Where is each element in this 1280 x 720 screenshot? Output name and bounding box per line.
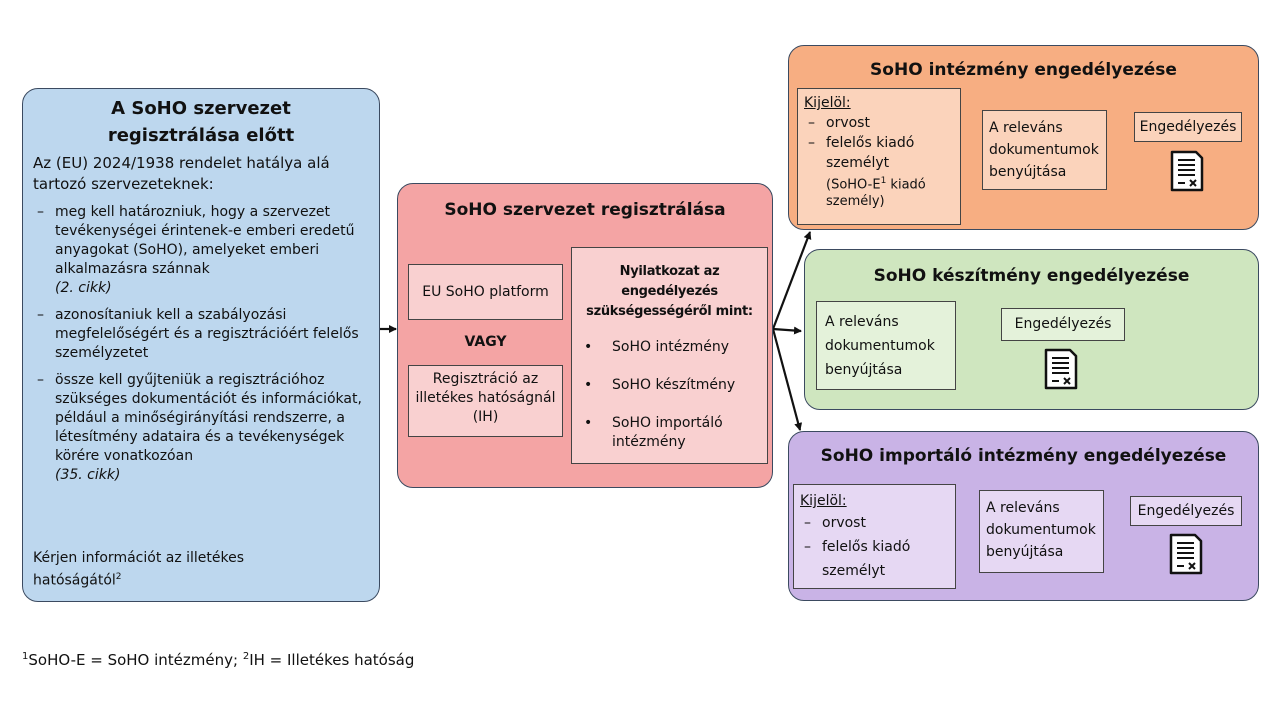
or-label: VAGY	[464, 334, 507, 350]
arrow-middle-to-importing	[771, 328, 803, 431]
designate-item: felelős kiadó személyt	[800, 535, 949, 583]
document-icon	[1043, 347, 1079, 391]
pre-registration-title: A SoHO szervezet regisztrálása előtt	[33, 95, 369, 149]
declaration-item: SoHO importáló intézmény	[578, 414, 761, 452]
importing-title: SoHO importáló intézmény engedélyezése	[820, 446, 1227, 466]
importing-approval-box: Engedélyezés	[1130, 496, 1242, 526]
title-line-2: regisztrálása előtt	[107, 125, 295, 146]
establishment-approval-box: Engedélyezés	[1134, 112, 1242, 142]
establishment-authorisation-panel: SoHO intézmény engedélyezése Kijelöl: or…	[788, 45, 1259, 230]
footnote: 1SoHO-E = SoHO intézmény; 2IH = Illetéke…	[22, 646, 414, 671]
designate-note-post: kiadó személy)	[826, 177, 926, 210]
list-item-text: össze kell gyűjteniük a regisztrációhoz …	[55, 372, 362, 464]
preparation-approval-box: Engedélyezés	[1001, 308, 1125, 341]
designate-note-pre: (SoHO-E	[826, 177, 881, 193]
article-reference: (2. cikk)	[55, 280, 112, 296]
importing-docs-box: A releváns dokumentumok benyújtása	[979, 490, 1104, 573]
list-item-text: azonosítaniuk kell a szabályozási megfel…	[55, 307, 359, 361]
pre-registration-intro: Az (EU) 2024/1938 rendelet hatálya alá t…	[33, 154, 330, 193]
list-item: meg kell határozniuk, hogy a szervezet t…	[33, 203, 369, 298]
pre-registration-panel: A SoHO szervezet regisztrálása előtt Az …	[22, 88, 380, 602]
registration-panel: SoHO szervezet regisztrálása EU SoHO pla…	[397, 183, 773, 488]
document-icon	[1169, 149, 1205, 193]
designate-item: felelős kiadó személyt (SoHO-E1 kiadó sz…	[804, 133, 954, 210]
eu-soho-platform-box: EU SoHO platform	[408, 264, 563, 320]
eu-soho-platform-label: EU SoHO platform	[422, 283, 549, 300]
document-icon	[1168, 532, 1204, 576]
docs-label: A releváns dokumentumok benyújtása	[986, 500, 1096, 560]
declaration-item: SoHO intézmény	[578, 338, 761, 357]
designate-item: orvost	[800, 511, 949, 535]
designate-list: orvost felelős kiadó személyt	[800, 511, 949, 583]
approval-label: Engedélyezés	[1014, 316, 1112, 332]
establishment-designate-box: Kijelöl: orvost felelős kiadó személyt (…	[797, 88, 961, 225]
establishment-title: SoHO intézmény engedélyezése	[870, 60, 1177, 80]
authority-registration-box: Regisztráció az illetékes hatóságnál (IH…	[408, 365, 563, 437]
designate-label: Kijelöl:	[804, 95, 851, 111]
designate-label: Kijelöl:	[800, 493, 847, 509]
declaration-title: Nyilatkozat az engedélyezés szükségesség…	[586, 264, 753, 319]
preparation-authorisation-panel: SoHO készítmény engedélyezése A releváns…	[804, 249, 1259, 410]
pre-registration-list: meg kell határozniuk, hogy a szervezet t…	[33, 203, 369, 485]
authority-registration-label: Regisztráció az illetékes hatóságnál (IH…	[415, 371, 556, 425]
designate-note-sup: 1	[880, 176, 887, 186]
footnote-sup-2: 2	[242, 651, 250, 662]
footer-text: Kérjen információt az illetékes hatóságá…	[33, 550, 245, 589]
importing-designate-box: Kijelöl: orvost felelős kiadó személyt	[793, 484, 956, 589]
declaration-box: Nyilatkozat az engedélyezés szükségesség…	[571, 247, 768, 464]
footer-sup: 2	[115, 572, 122, 582]
designate-item: orvost	[804, 113, 954, 133]
establishment-docs-box: A releváns dokumentumok benyújtása	[982, 110, 1107, 190]
designate-list: orvost felelős kiadó személyt (SoHO-E1 k…	[804, 113, 954, 210]
preparation-title: SoHO készítmény engedélyezése	[873, 266, 1190, 286]
list-item: össze kell gyűjteniük a regisztrációhoz …	[33, 371, 369, 485]
approval-label: Engedélyezés	[1137, 502, 1235, 519]
pre-registration-footer: Kérjen információt az illetékes hatóságá…	[33, 549, 283, 591]
article-reference: (35. cikk)	[55, 467, 121, 483]
importing-authorisation-panel: SoHO importáló intézmény engedélyezése K…	[788, 431, 1259, 601]
declaration-item: SoHO készítmény	[578, 376, 761, 395]
list-item-text: meg kell határozniuk, hogy a szervezet t…	[55, 204, 355, 277]
declaration-list: SoHO intézmény SoHO készítmény SoHO impo…	[578, 338, 761, 452]
registration-title: SoHO szervezet regisztrálása	[444, 200, 726, 220]
approval-label: Engedélyezés	[1139, 118, 1237, 135]
footnote-text-1: SoHO-E = SoHO intézmény;	[28, 651, 243, 669]
designate-item-text: felelős kiadó személyt	[826, 135, 915, 171]
list-item: azonosítaniuk kell a szabályozási megfel…	[33, 306, 369, 363]
designate-note: (SoHO-E1 kiadó személy)	[826, 173, 954, 210]
docs-label: A releváns dokumentumok benyújtása	[989, 120, 1099, 180]
docs-label: A releváns dokumentumok benyújtása	[825, 314, 935, 378]
footnote-text-2: IH = Illetékes hatóság	[249, 651, 415, 669]
arrow-middle-to-preparation	[772, 326, 802, 335]
preparation-docs-box: A releváns dokumentumok benyújtása	[816, 301, 956, 390]
footnote-sup-1: 1	[22, 651, 29, 662]
title-line-1: A SoHO szervezet	[111, 98, 291, 119]
